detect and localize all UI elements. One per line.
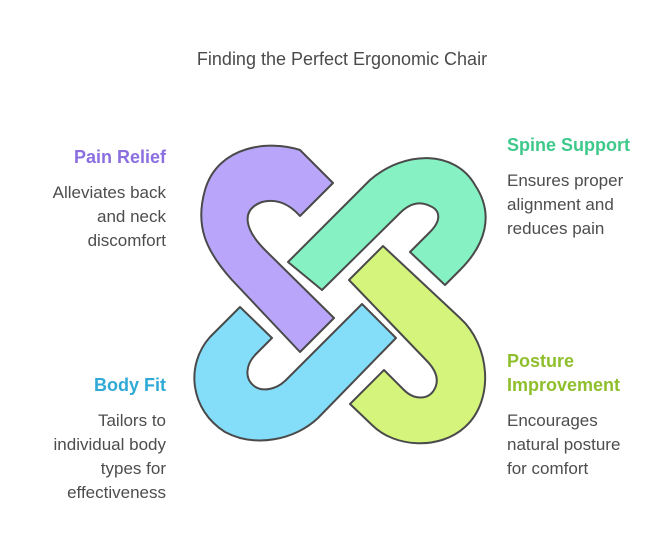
body-fit-loop bbox=[193, 303, 397, 442]
pain-relief-description: Alleviates back and neck discomfort bbox=[52, 183, 166, 250]
spine-support-loop bbox=[287, 157, 487, 291]
body-fit-heading: Body Fit bbox=[94, 375, 166, 395]
diagram-title: Finding the Perfect Ergonomic Chair bbox=[196, 49, 488, 69]
body-fit-description: Tailors to individual body types for eff… bbox=[53, 411, 166, 502]
spine-support-description: Ensures proper alignment and reduces pai… bbox=[507, 171, 624, 238]
posture-improvement-loop bbox=[348, 245, 486, 445]
posture-improvement-item: Posture Improvement Encourages natural p… bbox=[507, 349, 667, 481]
spine-support-item: Spine Support Ensures proper alignment a… bbox=[507, 133, 667, 241]
body-fit-item: Body Fit Tailors to individual body type… bbox=[0, 373, 166, 505]
posture-improvement-heading: Posture Improvement bbox=[507, 351, 621, 395]
pain-relief-heading: Pain Relief bbox=[73, 147, 166, 167]
pain-relief-item: Pain Relief Alleviates back and neck dis… bbox=[0, 145, 166, 253]
spine-support-heading: Spine Support bbox=[507, 135, 630, 155]
pain-relief-loop bbox=[200, 144, 335, 353]
posture-improvement-description: Encourages natural posture for comfort bbox=[507, 411, 621, 478]
